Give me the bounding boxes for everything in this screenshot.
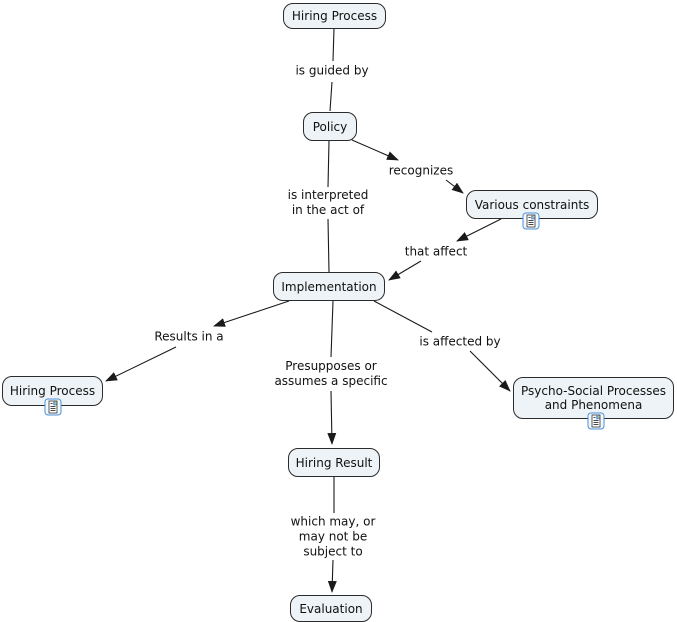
connector-constraints-thataffect[interactable] — [456, 218, 502, 242]
phrase-presupposes[interactable]: Presupposes or assumes a specific — [272, 359, 390, 389]
node-hiring-result[interactable]: Hiring Result — [288, 448, 380, 477]
resource-icon[interactable] — [522, 212, 540, 230]
connector-hiringtop-phrase[interactable] — [332, 27, 335, 62]
node-policy[interactable]: Policy — [303, 112, 357, 141]
connector-presupposes-hiringresult[interactable] — [327, 390, 337, 445]
connector-whichmay-evaluation[interactable] — [327, 559, 337, 593]
connector-policy-phrase[interactable] — [327, 140, 330, 188]
connector-thataffect-implementation[interactable] — [388, 260, 422, 281]
phrase-is-interpreted[interactable]: is interpreted in the act of — [285, 188, 371, 218]
phrase-recognizes[interactable]: recognizes — [386, 163, 456, 179]
connector-phrase-implementation[interactable] — [327, 218, 330, 273]
phrase-which-may[interactable]: which may, or may not be subject to — [288, 514, 378, 560]
phrase-results-in-a[interactable]: Results in a — [152, 329, 226, 345]
node-hiring-process-top[interactable]: Hiring Process — [283, 3, 386, 29]
phrase-is-affected-by[interactable]: is affected by — [417, 334, 503, 350]
node-evaluation[interactable]: Evaluation — [290, 595, 372, 622]
node-implementation[interactable]: Implementation — [273, 272, 385, 301]
connector-recognizes-constraints[interactable] — [445, 179, 464, 194]
connector-implementation-affected[interactable] — [373, 300, 433, 333]
connector-policy-recognizes[interactable] — [351, 139, 399, 161]
phrase-is-guided-by[interactable]: is guided by — [293, 63, 371, 79]
resource-icon[interactable] — [587, 412, 605, 430]
phrase-that-affect[interactable]: that affect — [402, 244, 470, 260]
node-various-constraints[interactable]: Various constraints — [466, 190, 598, 219]
connector-implementation-presupposes[interactable] — [330, 300, 334, 358]
node-hiring-process-left[interactable]: Hiring Process — [2, 376, 103, 406]
connector-phrase-policy[interactable] — [329, 81, 333, 112]
connector-results-hiringleft[interactable] — [105, 346, 177, 382]
resource-icon[interactable] — [44, 398, 62, 416]
node-psycho-social[interactable]: Psycho-Social Processes and Phenomena — [513, 377, 674, 419]
connector-implementation-results[interactable] — [213, 300, 290, 327]
connector-affected-psychosocial[interactable] — [469, 350, 511, 392]
